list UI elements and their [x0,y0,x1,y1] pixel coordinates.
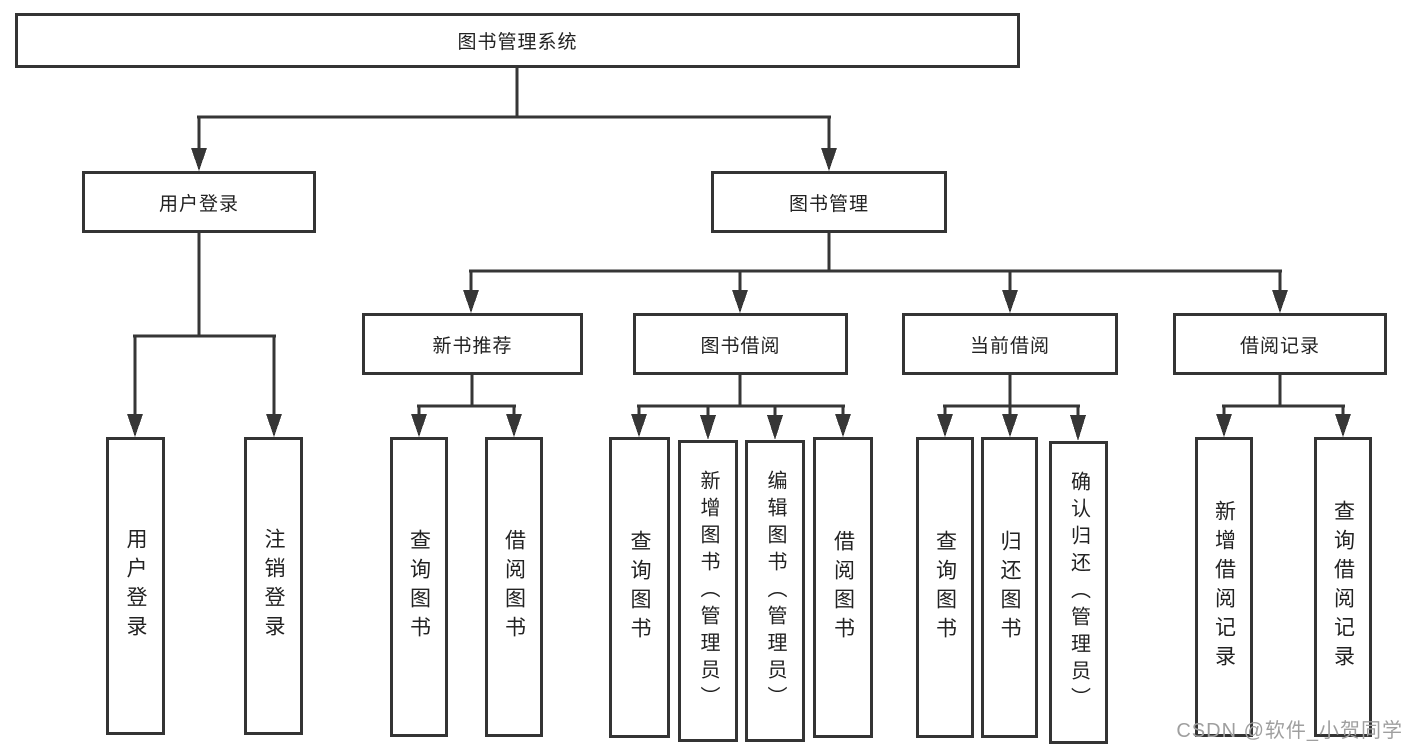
node-label: 查询图书 [407,529,431,645]
node-return-book: 归还图书 [981,437,1038,738]
node-label: 归还图书 [998,529,1021,646]
csdn-watermark: CSDN @软件_小贺同学 [1176,720,1403,742]
node-borrow-books-borrow: 借阅图书 [813,437,873,738]
node-label: 新增图书（管理员） [697,469,719,713]
node-label: 查询图书 [933,529,957,646]
node-label: 确认归还（管理员） [1067,471,1090,714]
node-label: 查询借阅记录 [1331,500,1355,674]
node-book-management: 图书管理 [711,171,947,233]
node-confirm-return-admin: 确认归还（管理员） [1049,441,1108,744]
node-label: 当前借阅 [969,335,1050,357]
node-query-books-recommend: 查询图书 [390,437,448,737]
node-label: 图书管理系统 [457,32,578,53]
node-label: 借阅图书 [831,529,855,646]
node-label: 图书借阅 [700,335,781,357]
node-label: 借阅图书 [502,529,526,645]
node-label: 查询图书 [628,529,651,646]
node-add-borrow-record: 新增借阅记录 [1195,437,1253,737]
node-query-books-current: 查询图书 [916,437,974,738]
node-label: 注销登录 [262,528,285,644]
node-current-borrow: 当前借阅 [902,313,1118,375]
node-label: 编辑图书（管理员） [764,469,786,713]
node-new-book-recommend: 新书推荐 [362,313,583,375]
node-label: 用户登录 [124,528,147,644]
node-query-borrow-record: 查询借阅记录 [1314,437,1372,737]
node-label: 新增借阅记录 [1212,500,1236,674]
node-edit-book-admin: 编辑图书（管理员） [745,440,805,742]
node-user-login: 用户登录 [82,171,316,233]
node-logout: 注销登录 [244,437,303,735]
node-library-system-root: 图书管理系统 [15,13,1020,68]
node-add-book-admin: 新增图书（管理员） [678,440,738,742]
node-label: 新书推荐 [432,335,513,357]
node-label: 借阅记录 [1239,335,1320,357]
node-borrow-books-recommend: 借阅图书 [485,437,543,737]
node-label: 图书管理 [788,193,869,215]
node-borrow-records: 借阅记录 [1173,313,1387,375]
node-query-books-borrow: 查询图书 [609,437,670,738]
node-user-login-action: 用户登录 [106,437,165,735]
node-label: 用户登录 [158,193,239,215]
node-book-borrow: 图书借阅 [633,313,848,375]
